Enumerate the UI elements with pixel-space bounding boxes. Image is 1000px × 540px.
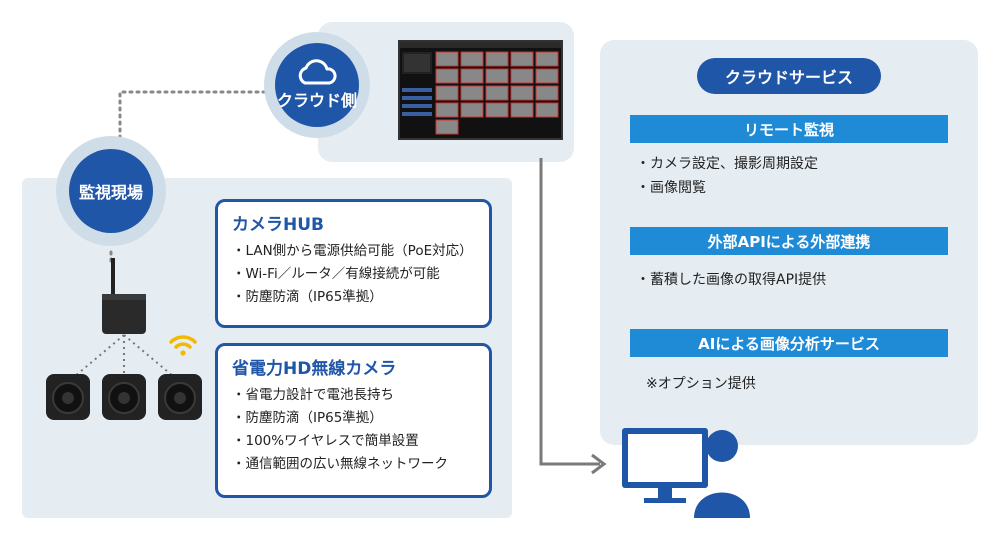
flow-arrow-head bbox=[591, 453, 607, 475]
wireless-camera-feature: ・防塵防滴（IP65準拠） bbox=[232, 410, 383, 426]
camera-hub-icon bbox=[102, 258, 146, 334]
camera-hub-feature: ・Wi-Fi／ルータ／有線接続が可能 bbox=[232, 266, 440, 282]
wireless-camera-title: 省電力HD無線カメラ bbox=[232, 359, 397, 379]
wireless-camera-feature: ・100%ワイヤレスで簡単設置 bbox=[232, 433, 419, 449]
dashboard-thumbnail-grid bbox=[400, 42, 561, 135]
cloud-service-title: クラウドサービス bbox=[697, 58, 881, 94]
wireless-camera-feature: ・通信範囲の広い無線ネットワーク bbox=[232, 456, 448, 472]
wireless-camera-icon bbox=[46, 374, 90, 420]
remote-monitoring-item: ・カメラ設定、撮影周期設定 bbox=[636, 156, 818, 172]
user-at-monitor-icon bbox=[622, 428, 750, 518]
external-api-header: 外部APIによる外部連携 bbox=[630, 227, 948, 255]
remote-monitoring-item: ・画像閲覧 bbox=[636, 180, 706, 196]
cloud-side-label: クラウド側 bbox=[276, 91, 357, 110]
ai-analysis-item: ※オプション提供 bbox=[646, 376, 756, 392]
ai-analysis-header: AIによる画像分析サービス bbox=[630, 329, 948, 357]
camera-hub-feature: ・防塵防滴（IP65準拠） bbox=[232, 289, 383, 305]
remote-monitoring-header: リモート監視 bbox=[630, 115, 948, 143]
wireless-camera-icon bbox=[102, 374, 146, 420]
flow-arrow bbox=[539, 158, 600, 466]
camera-hub-title: カメラHUB bbox=[232, 215, 324, 235]
dotted-link-line bbox=[118, 90, 266, 140]
camera-hub-feature: ・LAN側から電源供給可能（PoE対応） bbox=[232, 243, 473, 259]
cloud-side-badge: クラウド側 bbox=[264, 32, 370, 138]
monitoring-site-badge: 監視現場 bbox=[56, 136, 166, 246]
wifi-icon bbox=[169, 335, 197, 356]
dashboard-screenshot bbox=[398, 40, 563, 140]
wireless-camera-icon bbox=[158, 374, 202, 420]
monitoring-site-label: 監視現場 bbox=[78, 183, 143, 202]
cloud-icon bbox=[298, 59, 337, 85]
wireless-camera-feature: ・省電力設計で電池長持ち bbox=[232, 387, 394, 403]
camera-hub-info-box: カメラHUB ・LAN側から電源供給可能（PoE対応） ・Wi-Fi／ルータ／有… bbox=[215, 199, 492, 328]
wireless-camera-info-box: 省電力HD無線カメラ ・省電力設計で電池長持ち ・防塵防滴（IP65準拠） ・1… bbox=[215, 343, 492, 498]
external-api-item: ・蓄積した画像の取得API提供 bbox=[636, 272, 827, 288]
